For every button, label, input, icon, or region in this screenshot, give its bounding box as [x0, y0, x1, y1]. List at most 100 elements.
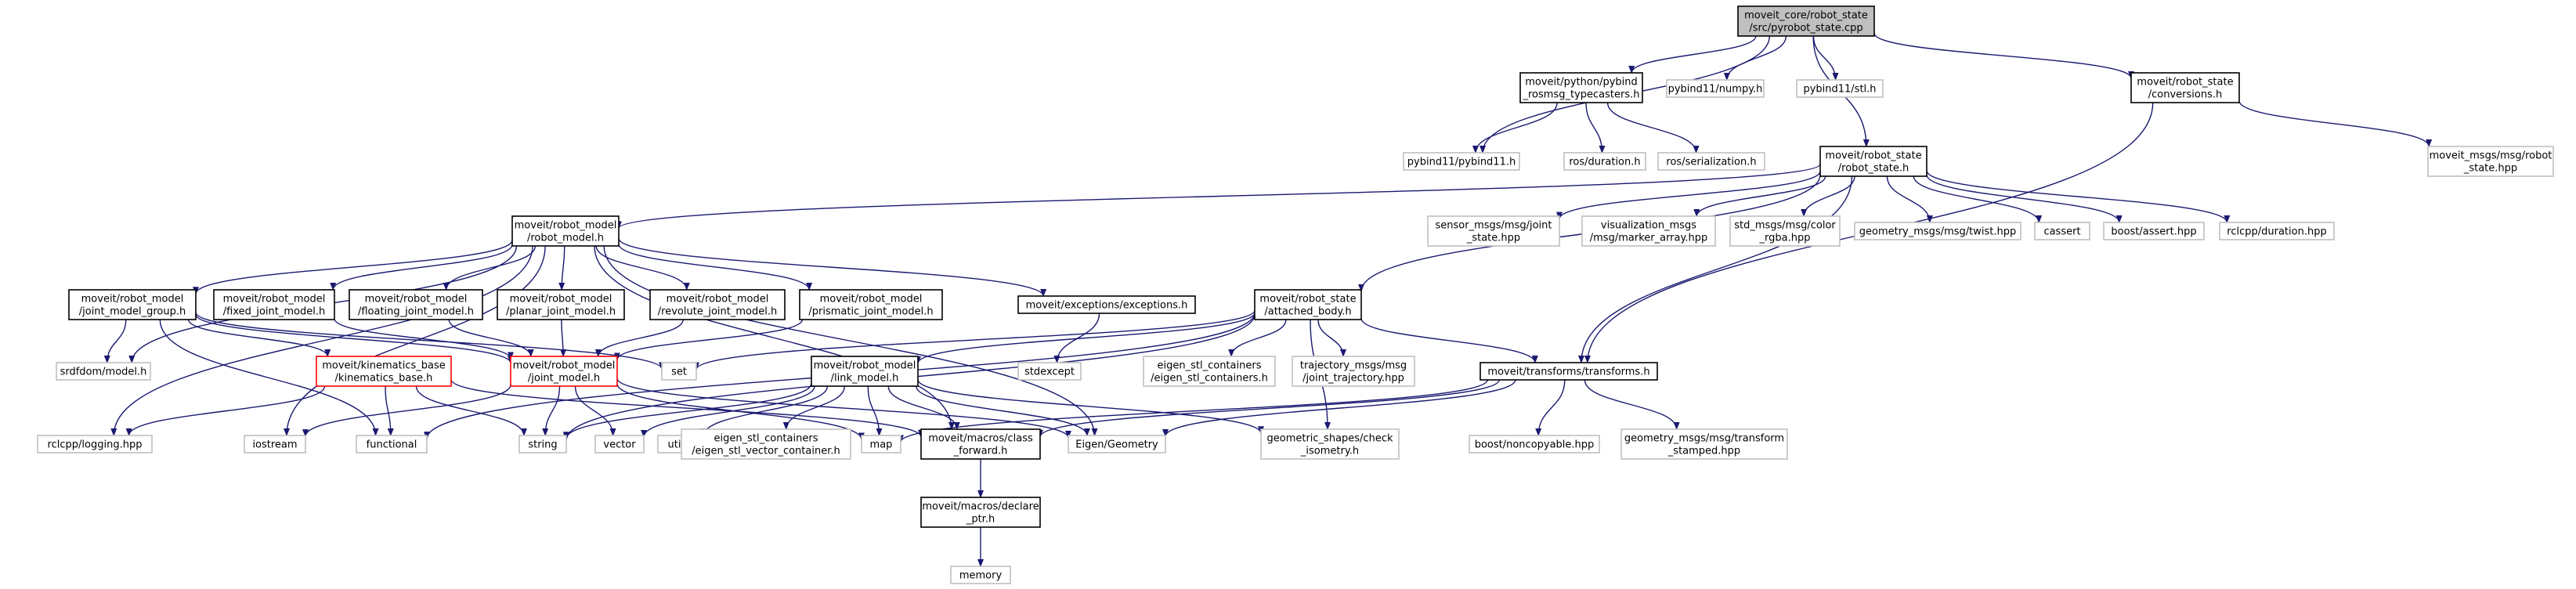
node-declare_ptr[interactable]: moveit/macros/declare_ptr.h — [920, 497, 1041, 528]
include-arrow — [1926, 174, 2123, 223]
include-arrow — [110, 245, 533, 436]
edge-link_model-to-vector — [641, 385, 815, 438]
node-label-line: _stamped.hpp — [1667, 446, 1740, 457]
edge-kinematics_base-to-rclcpp_logging — [125, 385, 326, 436]
node-prismatic_joint_model[interactable]: moveit/robot_model/prismatic_joint_model… — [799, 289, 943, 320]
node-box — [1143, 356, 1276, 387]
node-label-line: /revolute_joint_model.h — [658, 306, 777, 318]
edge-joint_model_h-to-string — [542, 385, 561, 436]
node-label-line: moveit/transforms/transforms.h — [1487, 367, 1649, 378]
node-conversions[interactable]: moveit/robot_state/conversions.h — [2130, 72, 2240, 103]
node-box — [950, 566, 1011, 584]
edge-kinematics_base-to-class_forward — [450, 379, 924, 438]
node-box — [68, 289, 197, 320]
edge-attached_body-to-eigen_stl_containers — [1228, 319, 1287, 357]
node-trajectory_msgs: trajectory_msgs/msg/joint_trajectory.hpp — [1292, 356, 1415, 387]
include-arrow — [641, 385, 815, 438]
node-box — [2103, 222, 2205, 240]
node-label-line: moveit/robot_model — [510, 294, 612, 305]
node-label-line: moveit/robot_model — [513, 360, 616, 372]
node-box — [1469, 435, 1600, 453]
node-string: string — [518, 435, 567, 453]
node-label-line: geometry_msgs/msg/twist.hpp — [1859, 226, 2017, 238]
node-label-line: memory — [959, 570, 1003, 582]
edge-root-to-pybind11_numpy — [1723, 35, 1787, 81]
node-box — [594, 435, 645, 453]
node-pybind_typecasters[interactable]: moveit/python/pybind_rosmsg_typecasters.… — [1519, 72, 1643, 103]
node-eigen_stl_vector: eigen_stl_containers/eigen_stl_vector_co… — [681, 428, 851, 460]
node-rclcpp_duration: rclcpp/duration.hpp — [2219, 222, 2335, 240]
node-label-line: cassert — [2043, 226, 2080, 238]
node-floating_joint_model[interactable]: moveit/robot_model/floating_joint_model.… — [349, 289, 483, 320]
edge-root-to-pybind11_stl — [1812, 35, 1839, 81]
node-label-line: moveit/robot_model — [820, 294, 923, 305]
node-exceptions[interactable]: moveit/exceptions/exceptions.h — [1017, 295, 1196, 314]
include-arrow — [415, 385, 527, 436]
include-arrow — [915, 312, 1255, 364]
node-planar_joint_model[interactable]: moveit/robot_model/planar_joint_model.h — [497, 289, 625, 320]
edge-link_model-to-eigen_geometry — [916, 385, 1090, 436]
node-box — [799, 289, 943, 320]
include-arrow — [560, 319, 567, 357]
edge-robot_model_h-to-exceptions — [618, 237, 1047, 297]
node-revolute_joint_model[interactable]: moveit/robot_model/revolute_joint_model.… — [649, 289, 786, 320]
node-class_forward[interactable]: moveit/macros/class_forward.h — [920, 428, 1041, 460]
node-box — [920, 497, 1041, 528]
node-root[interactable]: moveit_core/robot_state/src/pyrobot_stat… — [1737, 5, 1875, 37]
node-box — [1254, 289, 1362, 320]
node-box — [681, 428, 851, 460]
node-box — [1666, 79, 1765, 98]
node-box — [497, 289, 625, 320]
node-transforms[interactable]: moveit/transforms/transforms.h — [1479, 362, 1658, 381]
node-label-line: _state.hpp — [2463, 163, 2517, 175]
node-pybind11_stl: pybind11/stl.h — [1796, 79, 1884, 98]
node-label-line: _ptr.h — [966, 514, 995, 526]
include-arrow — [1037, 379, 1500, 438]
node-link_model[interactable]: moveit/robot_model/link_model.h — [811, 356, 919, 387]
node-label-line: /joint_model.h — [528, 373, 600, 385]
node-label-line: stdexcept — [1024, 367, 1075, 378]
node-robot_model_h[interactable]: moveit/robot_model/robot_model.h — [511, 215, 620, 247]
include-arrow — [782, 385, 845, 430]
node-label-line: moveit/robot_model — [667, 294, 769, 305]
include-arrow — [1628, 35, 1757, 74]
node-label-line: moveit/kinematics_base — [322, 360, 446, 372]
node-label-line: /msg/marker_array.hpp — [1590, 233, 1707, 244]
include-arrow — [542, 385, 561, 436]
edge-robot_model_h-to-eigen_geometry — [603, 245, 1098, 436]
edge-planar_joint_model-to-joint_model_h — [560, 319, 567, 357]
node-kinematics_base[interactable]: moveit/kinematics_base/kinematics_base.h — [316, 356, 452, 387]
node-box — [1479, 362, 1658, 381]
node-pybind11_pybind11: pybind11/pybind11.h — [1403, 152, 1520, 171]
node-box — [316, 356, 452, 387]
node-joint_model_group[interactable]: moveit/robot_model/joint_model_group.h — [68, 289, 197, 320]
node-fixed_joint_model[interactable]: moveit/robot_model/fixed_joint_model.h — [213, 289, 335, 320]
node-attached_body[interactable]: moveit/robot_state/attached_body.h — [1254, 289, 1362, 320]
edge-revolute_joint_model-to-joint_model_h — [594, 319, 684, 357]
node-robot_state_h[interactable]: moveit/robot_state/robot_state.h — [1819, 146, 1927, 177]
edge-joint_model_group-to-kinematics_base — [188, 319, 331, 357]
edge-prismatic_joint_model-to-joint_model_h — [614, 319, 804, 361]
include-arrow — [867, 385, 883, 436]
include-arrow — [448, 319, 534, 357]
node-label-line: pybind11/stl.h — [1803, 84, 1876, 96]
edge-link_model-to-map — [867, 385, 883, 436]
edge-attached_body-to-set — [693, 309, 1255, 370]
edge-link_model-to-check_isometry — [917, 379, 1264, 435]
edge-floating_joint_model-to-joint_model_h — [448, 319, 534, 357]
node-label-line: /link_model.h — [831, 373, 899, 385]
node-box — [1017, 295, 1196, 314]
node-box — [1729, 215, 1841, 247]
node-label-line: moveit/macros/class — [928, 433, 1033, 445]
node-box — [1581, 215, 1716, 247]
node-box — [213, 289, 335, 320]
edge-kinematics_base-to-string — [415, 385, 527, 436]
edge-robot_state_h-to-visualization_msgs — [1693, 175, 1826, 217]
include-arrow — [616, 378, 1071, 439]
node-box — [920, 428, 1041, 460]
edge-attached_body-to-link_model — [915, 312, 1255, 364]
include-arrow — [1926, 170, 2231, 223]
include-arrow — [887, 385, 960, 430]
node-joint_model_h[interactable]: moveit/robot_model/joint_model.h — [510, 356, 618, 387]
node-map: map — [861, 435, 901, 453]
